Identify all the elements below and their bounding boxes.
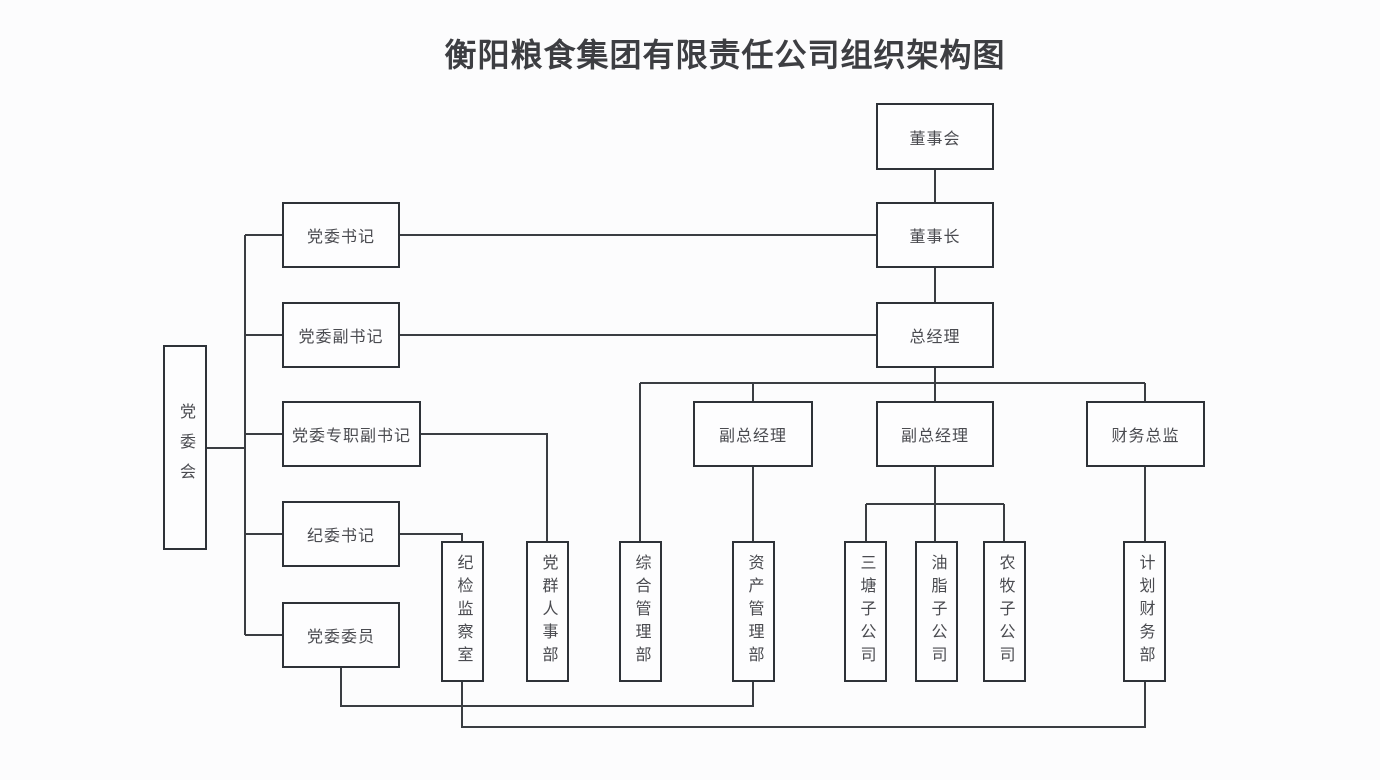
node-party-member: 党委委员 bbox=[282, 602, 400, 668]
node-deputy-general-manager-2: 副总经理 bbox=[876, 401, 994, 467]
node-planning-finance-dept: 计划财务部 bbox=[1123, 541, 1166, 682]
node-chairman: 董事长 bbox=[876, 202, 994, 268]
node-party-fulltime-deputy-secretary: 党委专职副书记 bbox=[282, 401, 421, 467]
node-deputy-general-manager-1: 副总经理 bbox=[693, 401, 813, 467]
edge-discsec-discoffice bbox=[400, 533, 463, 541]
node-agri-husbandry-subsidiary: 农牧子公司 bbox=[983, 541, 1026, 682]
chart-title: 衡阳粮食集团有限责任公司组织架构图 bbox=[444, 37, 1006, 73]
edge-discoffice-planning bbox=[461, 682, 1146, 728]
edge-fulltimedeputy-hr bbox=[421, 433, 548, 541]
node-discipline-inspection-office: 纪检监察室 bbox=[441, 541, 484, 682]
node-party-deputy-secretary: 党委副书记 bbox=[282, 302, 400, 368]
node-cfo: 财务总监 bbox=[1086, 401, 1205, 467]
node-discipline-secretary: 纪委书记 bbox=[282, 501, 400, 567]
node-board-of-directors: 董事会 bbox=[876, 103, 994, 170]
node-party-secretary: 党委书记 bbox=[282, 202, 400, 268]
node-oil-fat-subsidiary: 油脂子公司 bbox=[915, 541, 958, 682]
node-general-admin-dept: 综合管理部 bbox=[619, 541, 662, 682]
node-party-committee: 党委会 bbox=[163, 345, 207, 550]
node-party-mass-hr-dept: 党群人事部 bbox=[526, 541, 569, 682]
node-santang-subsidiary: 三塘子公司 bbox=[844, 541, 887, 682]
edge-partymember-asset bbox=[340, 668, 754, 707]
node-general-manager: 总经理 bbox=[876, 302, 994, 368]
node-asset-mgmt-dept: 资产管理部 bbox=[732, 541, 775, 682]
